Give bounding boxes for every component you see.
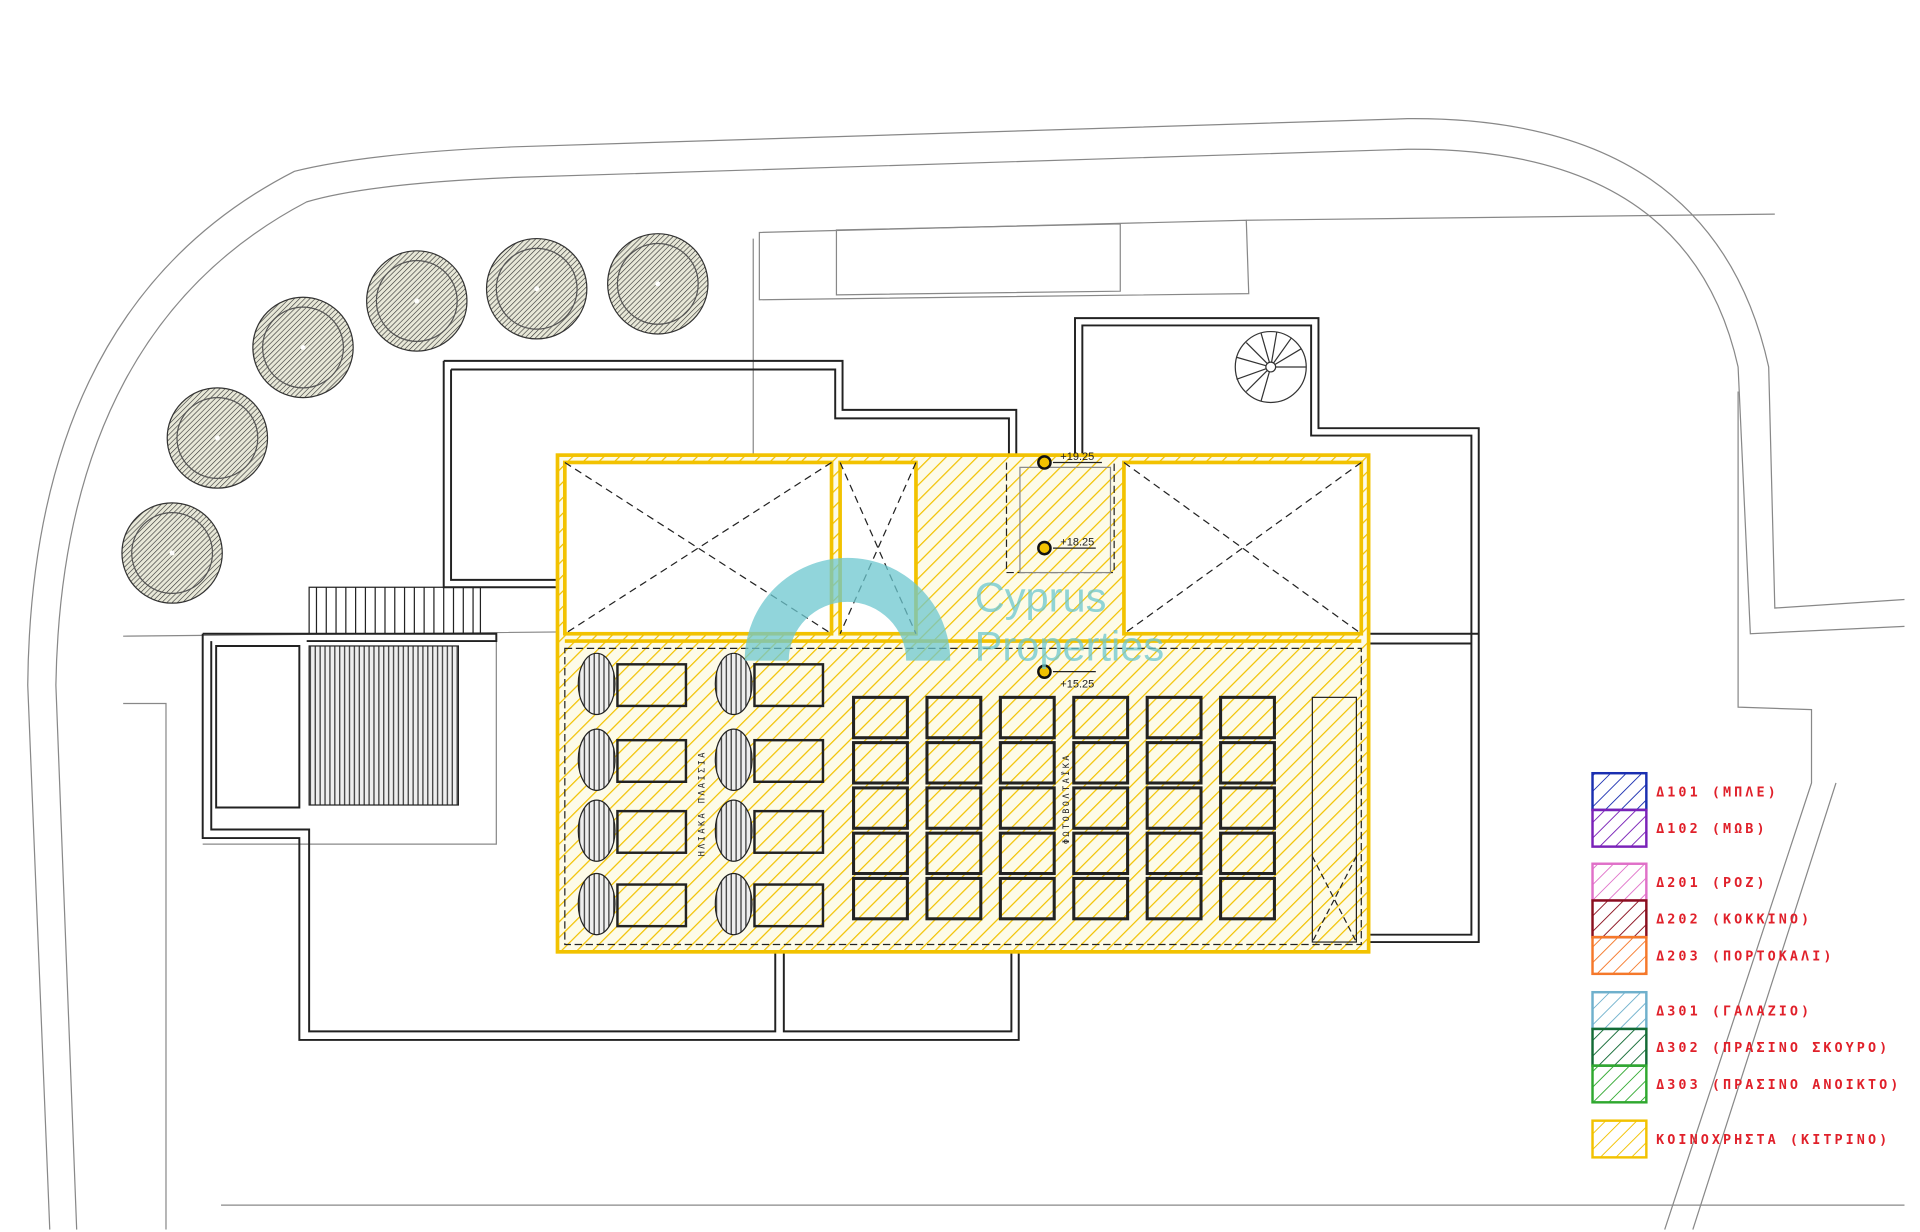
legend-item: Δ102 (ΜΩΒ) <box>1591 808 1767 848</box>
legend-item: Δ202 (ΚΟΚΚΙΝΟ) <box>1591 899 1812 939</box>
pv-panel <box>1219 831 1276 876</box>
pv-panel <box>925 876 983 921</box>
pv-panel <box>1145 876 1203 921</box>
photovoltaics-label: ΦΩΤΟΒΟΛΤΑΪΚΑ <box>1061 753 1072 844</box>
elevation-markers: +19.25 +18.25 +15.25 <box>1037 451 1102 691</box>
pv-panel <box>852 786 909 830</box>
elevation-marker: +19.25 <box>1037 451 1102 470</box>
legend-swatch <box>1591 808 1648 848</box>
pv-panel <box>852 741 909 785</box>
elevation-marker: +18.25 <box>1037 537 1096 556</box>
pv-panel <box>998 786 1056 830</box>
solar-panel <box>577 799 688 862</box>
pv-panel <box>852 695 909 740</box>
legend-label: Δ102 (ΜΩΒ) <box>1656 822 1767 837</box>
solar-panel <box>714 652 825 716</box>
pv-panel <box>852 831 909 876</box>
pv-panel <box>925 741 983 785</box>
legend-item: Δ303 (ΠΡΑΣΙΝΟ ΑΝΟΙΚΤΟ) <box>1591 1064 1901 1104</box>
legend-item: Δ302 (ΠΡΑΣΙΝΟ ΣΚΟΥΡΟ) <box>1591 1027 1890 1067</box>
elevation-label: +19.25 <box>1060 451 1094 463</box>
legend-label: Δ302 (ΠΡΑΣΙΝΟ ΣΚΟΥΡΟ) <box>1656 1041 1890 1056</box>
legend-item: Δ301 (ΓΑΛΑΖΙΟ) <box>1591 990 1812 1031</box>
pv-panel <box>1072 695 1130 740</box>
pv-panel <box>998 741 1056 785</box>
legend-swatch <box>1591 1027 1648 1067</box>
pv-panel <box>1072 831 1130 876</box>
solar-panel <box>714 872 825 936</box>
legend-label: Δ301 (ΓΑΛΑΖΙΟ) <box>1656 1004 1812 1019</box>
pv-panel <box>925 831 983 876</box>
legend-swatch <box>1591 899 1648 939</box>
elevation-label: +15.25 <box>1060 679 1094 691</box>
pv-panel <box>1219 695 1276 740</box>
solar-panel <box>714 728 825 791</box>
pv-panel <box>925 786 983 830</box>
watermark-text: Cyprus <box>975 574 1107 621</box>
pv-panel <box>1072 786 1130 830</box>
legend-label: Δ203 (ΠΟΡΤΟΚΑΛΙ) <box>1656 949 1834 964</box>
tree-icon <box>485 237 588 340</box>
pv-panel <box>998 695 1056 740</box>
watermark-logo: Cyprus Properties <box>744 557 1164 670</box>
legend-label: Δ303 (ΠΡΑΣΙΝΟ ΑΝΟΙΚΤΟ) <box>1656 1078 1901 1093</box>
pv-panel <box>1145 786 1203 830</box>
tree-icon <box>607 233 709 335</box>
elevation-marker: +15.25 <box>1037 664 1096 691</box>
legend-label: Δ202 (ΚΟΚΚΙΝΟ) <box>1656 913 1812 928</box>
trees <box>121 233 709 604</box>
pv-panel <box>1219 876 1276 921</box>
legend-label: Δ201 (ΡΟΖ) <box>1656 876 1767 891</box>
legend-swatch <box>1591 771 1648 812</box>
pv-panel <box>852 876 909 921</box>
tree-icon <box>366 250 468 352</box>
solar-panel <box>577 728 688 791</box>
legend-swatch <box>1591 862 1648 902</box>
solar-panels-label: ΗΛΙΑΚΑ ΠΛΑΙΣΙΑ <box>697 750 707 856</box>
pv-panel <box>1072 876 1130 921</box>
pv-panel <box>1219 741 1276 785</box>
pv-panel <box>998 876 1056 921</box>
watermark-text: Properties <box>975 623 1164 670</box>
common-area <box>555 453 1371 954</box>
staircase <box>308 586 482 806</box>
legend-swatch <box>1591 1119 1648 1159</box>
pv-panel <box>925 695 983 740</box>
legend-item: Δ101 (ΜΠΛΕ) <box>1591 771 1779 812</box>
spiral-staircase-icon <box>1234 330 1307 404</box>
legend: Δ101 (ΜΠΛΕ) Δ102 (ΜΩΒ) Δ201 (ΡΟΖ) Δ202 (ΚΟΚ… <box>1591 771 1901 1159</box>
legend-swatch <box>1591 990 1648 1031</box>
legend-label: Δ101 (ΜΠΛΕ) <box>1656 785 1779 800</box>
pv-panel <box>1145 741 1203 785</box>
solar-panel <box>577 652 688 716</box>
legend-swatch <box>1591 1064 1648 1104</box>
tree-icon <box>121 502 223 604</box>
legend-item: ΚΟΙΝΟΧΡΗΣΤΑ (ΚΙΤΡΙΝΟ) <box>1591 1119 1890 1159</box>
legend-item: Δ201 (ΡΟΖ) <box>1591 862 1767 902</box>
pv-panel <box>1145 831 1203 876</box>
legend-label: ΚΟΙΝΟΧΡΗΣΤΑ (ΚΙΤΡΙΝΟ) <box>1656 1133 1890 1148</box>
solar-panel <box>714 799 825 862</box>
elevation-label: +18.25 <box>1060 537 1094 549</box>
pv-panel <box>998 831 1056 876</box>
pv-panel <box>1145 695 1203 740</box>
solar-panels <box>577 652 1276 936</box>
legend-item: Δ203 (ΠΟΡΤΟΚΑΛΙ) <box>1591 935 1834 976</box>
legend-swatch <box>1591 935 1648 976</box>
tree-icon <box>166 387 269 489</box>
tree-icon <box>252 296 354 399</box>
solar-panel <box>577 872 688 936</box>
pv-panel <box>1072 741 1130 785</box>
pv-panel <box>1219 786 1276 830</box>
